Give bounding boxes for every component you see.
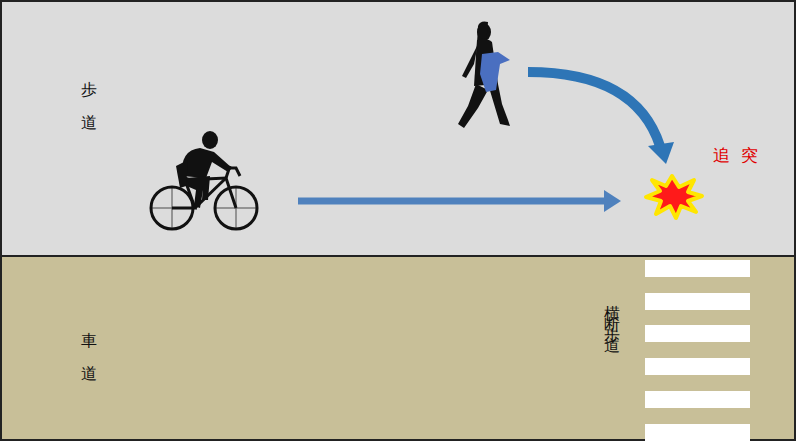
band-label: 歩道 — [81, 68, 97, 136]
crosswalk-label: 横断歩道 — [604, 292, 620, 336]
collision-label: 追 突 — [713, 147, 761, 164]
road-band: 車道 — [0, 255, 796, 441]
road-band: 歩道 — [0, 0, 796, 257]
band-label: 車道 — [81, 319, 97, 387]
